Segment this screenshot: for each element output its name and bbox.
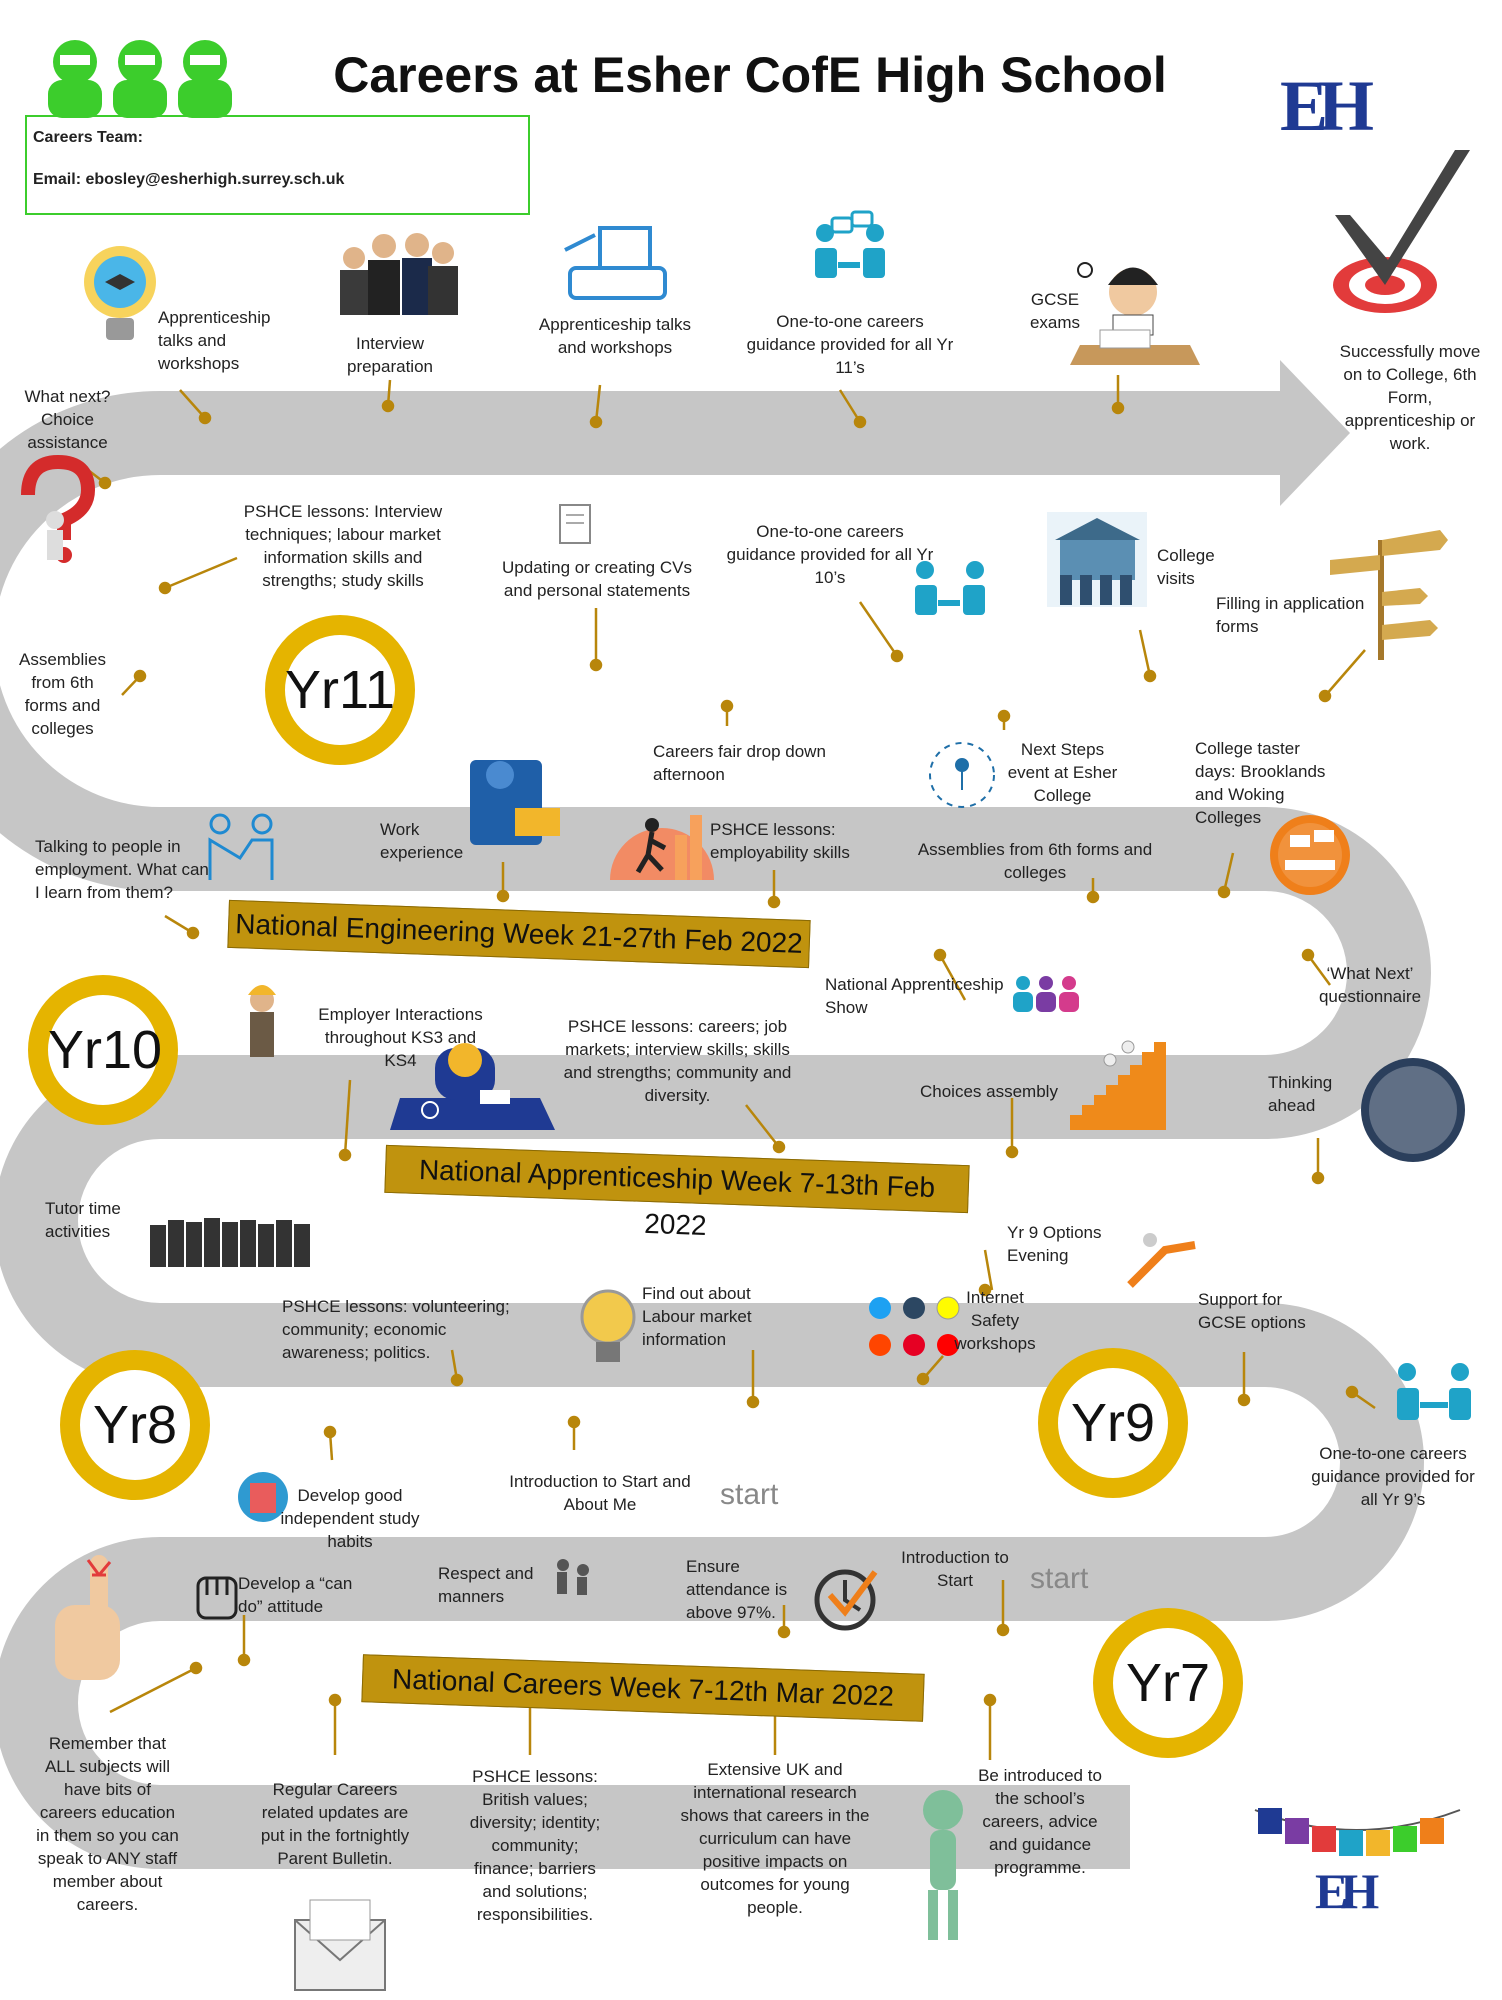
label-one-to-one-yr9: One-to-one careers guidance provided for… xyxy=(1311,1444,1475,1509)
label-pshce-employability: PSHCE lessons: employability skills xyxy=(710,820,850,862)
year-ring-yr7: Yr7 xyxy=(1093,1608,1243,1758)
school-logo: EH xyxy=(1280,66,1374,146)
handshake-icon xyxy=(208,813,274,880)
word-cloud-icon xyxy=(1361,1058,1465,1162)
label-apprenticeship-talks-1: Apprenticeship talks and workshops xyxy=(158,308,271,373)
signpost-icon xyxy=(1330,530,1448,660)
label-one-to-one-yr10: One-to-one careers guidance provided for… xyxy=(726,522,934,587)
lightbulb-icon xyxy=(84,246,156,340)
label-respect: Respect and manners xyxy=(438,1564,534,1606)
label-work-experience: Work experience xyxy=(380,820,464,862)
start-logo-2: start xyxy=(1030,1562,1089,1595)
label-study-habits: Develop good independent study habits xyxy=(280,1486,420,1551)
label-find-out-lmi: Find out about Labour market information xyxy=(642,1284,752,1349)
label-thinking-ahead: Thinking ahead xyxy=(1268,1073,1333,1115)
year-ring-yr8: Yr8 xyxy=(60,1350,210,1500)
label-filling-forms: Filling in application forms xyxy=(1216,594,1365,636)
label-employer-interactions: Employer Interactions throughout KS3 and… xyxy=(318,1005,483,1070)
careers-team-icon xyxy=(48,40,232,118)
label-yr9-options: Yr 9 Options Evening xyxy=(1007,1223,1102,1265)
pin-group xyxy=(87,375,1376,1760)
label-remember: Remember that ALL subjects will have bit… xyxy=(36,1734,179,1914)
welcome-logo: EH xyxy=(1315,1863,1379,1919)
meeting-icon-yr10 xyxy=(915,561,985,615)
newsletter-icon xyxy=(294,1899,386,1991)
year-ring-yr10: Yr10 xyxy=(28,975,178,1125)
respect-icon xyxy=(557,1559,589,1595)
work-experience-icon xyxy=(470,760,560,845)
label-intro-start: Introduction to Start xyxy=(901,1548,1009,1590)
label-support-gcse: Support for GCSE options xyxy=(1198,1290,1306,1332)
page-title: Careers at Esher CofE High School xyxy=(333,47,1167,103)
label-tutor-time: Tutor time activities xyxy=(45,1199,121,1241)
careers-team-label: Careers Team: xyxy=(33,129,143,146)
engineer-icon xyxy=(248,985,276,1057)
stairs-climbing-icon xyxy=(1070,1040,1166,1130)
label-talking-to-people: Talking to people in employment. What ca… xyxy=(35,837,209,902)
road-arrowhead xyxy=(1280,360,1350,506)
clock-icon xyxy=(814,1569,878,1631)
label-college-taster: College taster days: Brooklands and Woki… xyxy=(1195,739,1326,827)
label-successfully-move-on: Successfully move on to College, 6th For… xyxy=(1339,342,1481,453)
cv-document-icon xyxy=(559,504,591,544)
meeting-icon-yr11 xyxy=(815,210,885,278)
welcome-bunting-icon xyxy=(1254,1808,1461,1856)
options-stairs-icon xyxy=(1127,1233,1196,1288)
label-interview-preparation: Interview preparation xyxy=(346,334,433,376)
road-path xyxy=(0,391,1431,1869)
toolbox-icon xyxy=(564,226,667,300)
label-pshce-volunteering: PSHCE lessons: volunteering; community; … xyxy=(282,1297,510,1362)
crowd-icon xyxy=(150,1218,310,1267)
label-college-visits: College visits xyxy=(1157,546,1215,588)
start-logo: start xyxy=(720,1478,779,1511)
college-building-icon xyxy=(1047,512,1147,607)
label-pshce-careers: PSHCE lessons: careers; job markets; int… xyxy=(563,1017,792,1105)
label-extensive-research: Extensive UK and international research … xyxy=(680,1760,870,1917)
label-attendance: Ensure attendance is above 97%. xyxy=(686,1557,788,1622)
label-internet-safety: Internet Safety workshops xyxy=(954,1288,1036,1353)
network-icon xyxy=(929,742,995,808)
label-choices-assembly: Choices assembly xyxy=(920,1082,1058,1101)
label-assemblies-6th-2: Assemblies from 6th forms and colleges xyxy=(917,840,1153,882)
desk-person-icon xyxy=(390,1043,555,1130)
frog-mascot-icon xyxy=(923,1790,963,1940)
fist-icon xyxy=(196,1576,238,1620)
label-national-apprenticeship-show: National Apprenticeship Show xyxy=(825,975,1004,1017)
label-assemblies-6th-1: Assemblies from 6th forms and colleges xyxy=(19,650,106,738)
target-icon xyxy=(1333,150,1470,313)
meeting-icon-yr9 xyxy=(1397,1363,1471,1420)
exam-student-icon xyxy=(1070,262,1200,365)
label-careers-fair: Careers fair drop down afternoon xyxy=(653,742,826,784)
careers-team-box: Careers Team: Email: ebosley@esherhigh.s… xyxy=(25,115,530,215)
question-mark-figure-icon xyxy=(21,454,96,563)
label-what-next-questionnaire: ‘What Next’ questionnaire xyxy=(1318,964,1422,1006)
label-be-introduced: Be introduced to the school’s careers, a… xyxy=(978,1766,1102,1877)
label-can-do: Develop a “can do” attitude xyxy=(238,1574,353,1616)
label-intro-start-aboutme: Introduction to Start and About Me xyxy=(509,1472,691,1514)
notebook-icon xyxy=(238,1472,288,1522)
label-next-steps: Next Steps event at Esher College xyxy=(1007,740,1118,805)
social-media-icons xyxy=(869,1296,960,1356)
label-what-next: What next? Choice assistance xyxy=(24,387,111,452)
label-regular-updates: Regular Careers related updates are put … xyxy=(260,1780,410,1868)
employability-icon xyxy=(610,815,714,880)
business-people-icon xyxy=(340,233,458,315)
finger-ribbon-icon xyxy=(55,1555,120,1680)
label-updating-cvs: Updating or creating CVs and personal st… xyxy=(502,558,692,600)
year-ring-yr9: Yr9 xyxy=(1038,1348,1188,1498)
year-ring-yr11: Yr11 xyxy=(265,615,415,765)
careers-team-email[interactable]: Email: ebosley@esherhigh.surrey.sch.uk xyxy=(33,171,345,188)
people-group-icon xyxy=(1013,976,1079,1012)
question-bulb-icon xyxy=(580,1289,636,1362)
label-pshce-british: PSHCE lessons: British values; diversity… xyxy=(469,1767,601,1924)
taster-days-icon xyxy=(1270,815,1350,895)
label-one-to-one-yr11: One-to-one careers guidance provided for… xyxy=(746,312,954,377)
label-pshce-interview: PSHCE lessons: Interview techniques; lab… xyxy=(243,502,443,590)
label-apprenticeship-talks-2: Apprenticeship talks and workshops xyxy=(538,315,692,357)
label-gcse-exams: GCSE exams xyxy=(1029,290,1081,332)
